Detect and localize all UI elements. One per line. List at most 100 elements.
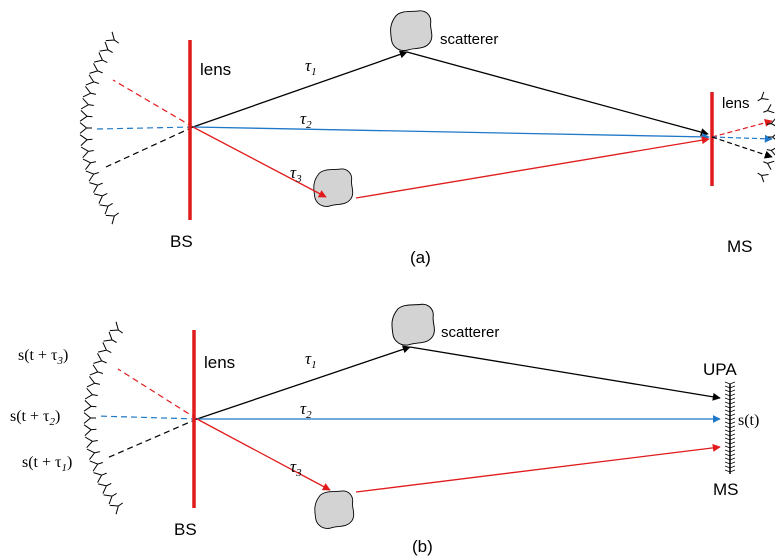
upa-element-icon: [724, 393, 736, 397]
scatterer-top: [390, 10, 433, 52]
lens-label-bs-b: lens: [204, 353, 235, 372]
bs-antenna-array: [79, 31, 120, 225]
path-tau1-in-b: [409, 346, 721, 401]
scatterer-bottom: [313, 168, 354, 207]
ms-dashed-black: [711, 136, 773, 159]
antenna-element-icon: [105, 212, 120, 225]
upa-element-icon: [724, 457, 736, 461]
antenna-element-icon: [93, 193, 108, 204]
dashed-ray-red: [112, 79, 194, 128]
upa-element-icon: [724, 397, 736, 401]
antenna-element-icon: [84, 436, 98, 449]
tau1-label: τ1: [305, 56, 317, 78]
antenna-element-icon: [757, 172, 769, 183]
antenna-element-icon: [80, 97, 94, 110]
antenna-element-icon: [93, 353, 107, 364]
tau2-label-b: τ2: [300, 399, 312, 421]
antenna-element-icon: [79, 134, 93, 146]
path-tau3-out: [192, 126, 327, 198]
path-tau1-out: [192, 50, 408, 128]
path-tau3-out-b: [196, 418, 331, 491]
upa-element-icon: [724, 461, 736, 465]
antenna-element-icon: [97, 483, 112, 494]
dashed-ray-red-b: [117, 368, 198, 420]
dashed-ray-black-b: [106, 418, 198, 459]
scatterer-top-b: [391, 303, 435, 346]
antenna-element-icon: [103, 492, 117, 505]
upa-element-icon: [724, 425, 736, 429]
path-tau3-in: [355, 136, 710, 199]
bs-label-b: BS: [174, 520, 197, 539]
upa-element-icon: [724, 417, 736, 421]
path-tau1-out-b: [196, 345, 411, 420]
ms-dashed-blue: [711, 134, 773, 143]
antenna-element-icon: [99, 41, 113, 54]
upa-element-icon: [724, 405, 736, 409]
dashed-ray-black: [105, 126, 194, 168]
antenna-element-icon: [103, 331, 117, 344]
upa-element-icon: [724, 437, 736, 441]
antenna-element-icon: [85, 74, 100, 86]
upa-element-icon: [724, 401, 736, 405]
antenna-element-icon: [83, 400, 97, 412]
ms-antenna-array: [757, 91, 775, 183]
antenna-element-icon: [89, 182, 103, 193]
upa-element-icon: [724, 385, 736, 389]
tau2-label: τ2: [300, 109, 312, 131]
upa-label: UPA: [703, 360, 737, 379]
lens-label-bs: lens: [200, 60, 231, 79]
antenna-element-icon: [766, 147, 775, 156]
bs-antenna-array-b: [83, 321, 124, 515]
antenna-element-icon: [766, 118, 775, 127]
antenna-element-icon: [768, 134, 775, 140]
caption-b: (b): [412, 537, 433, 556]
antenna-element-icon: [85, 170, 100, 182]
antenna-element-icon: [80, 146, 94, 159]
antenna-element-icon: [84, 387, 98, 400]
signal-tau2-label: s(t + τ2): [10, 408, 60, 428]
signal-rx-label: s(t): [738, 412, 759, 429]
upa-element-icon: [724, 409, 736, 413]
upa-element-icon: [724, 453, 736, 457]
path-tau1-in: [406, 51, 709, 136]
antenna-element-icon: [105, 31, 120, 44]
path-tau2: [192, 126, 710, 141]
antenna-element-icon: [757, 91, 769, 102]
scatterer-bottom-b: [314, 490, 355, 529]
ms-label: MS: [727, 237, 753, 256]
upa-element-icon: [724, 429, 736, 433]
antenna-element-icon: [86, 376, 100, 388]
panel-b: lens BS scatterer τ1 τ2 τ3 UPA s(t) MS s…: [10, 303, 759, 556]
antenna-element-icon: [93, 52, 108, 63]
antenna-element-icon: [89, 63, 103, 74]
antenna-element-icon: [97, 342, 112, 353]
panel-a: lens BS scatterer τ1 τ2 τ3 lens MS (a): [79, 10, 775, 267]
antenna-element-icon: [93, 472, 107, 483]
scatterer-label: scatterer: [440, 31, 498, 48]
tau3-label-b: τ3: [290, 457, 302, 479]
antenna-element-icon: [82, 158, 96, 170]
ms-dashed-red: [711, 118, 773, 138]
signal-tau3-label: s(t + τ3): [18, 347, 68, 367]
bs-label: BS: [170, 232, 193, 251]
upa-element-icon: [724, 449, 736, 453]
lens-label-ms: lens: [722, 95, 750, 112]
upa-element-icon: [724, 441, 736, 445]
dashed-ray-blue-b: [96, 415, 198, 420]
antenna-element-icon: [79, 122, 92, 134]
antenna-element-icon: [109, 502, 124, 515]
upa-array: [724, 381, 736, 474]
antenna-element-icon: [86, 448, 100, 460]
tau3-label: τ3: [290, 163, 302, 185]
ms-label-b: MS: [713, 480, 739, 499]
upa-element-icon: [724, 433, 736, 437]
tau1-label-b: τ1: [305, 349, 317, 371]
antenna-element-icon: [83, 424, 97, 436]
upa-element-icon: [724, 445, 736, 449]
upa-element-icon: [724, 465, 736, 469]
antenna-element-icon: [89, 364, 104, 376]
antenna-element-icon: [79, 110, 93, 122]
upa-element-icon: [724, 469, 736, 473]
